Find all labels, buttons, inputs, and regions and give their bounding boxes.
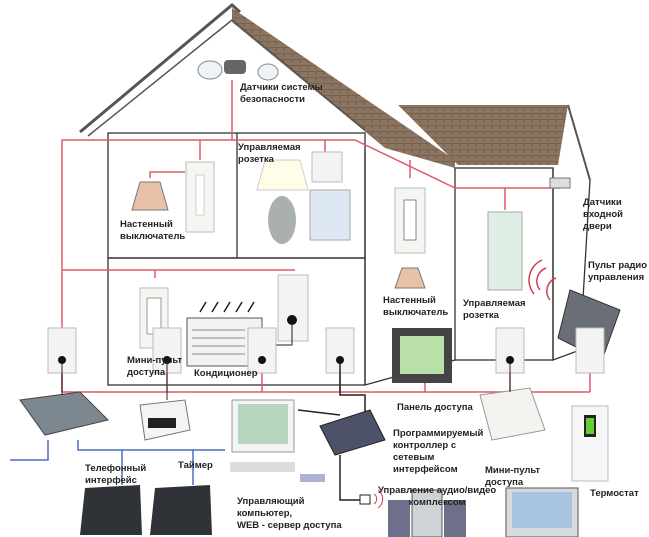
label-access-panel: Панель доступа xyxy=(397,402,473,413)
label-phone-interface: Телефонный интерфейс xyxy=(85,463,147,486)
phone-interface-icon xyxy=(19,364,109,436)
label-computer: Управляющий компьютер, WEB - сервер дост… xyxy=(237,496,342,531)
controlled-outlet-icon xyxy=(309,151,351,241)
label-mini-remote: Мини-пульт доступа xyxy=(127,355,183,378)
controller-icon xyxy=(297,364,386,505)
label-wall-switch: Настенный выключатель xyxy=(120,219,186,242)
telephone-line xyxy=(10,440,225,485)
table-lamp-icon xyxy=(256,159,309,244)
label-radio-remote: Пульт радио управления xyxy=(588,260,648,283)
outlets-row xyxy=(47,327,605,374)
radio-signal-icon xyxy=(373,489,384,509)
outlet-icon xyxy=(262,274,309,346)
access-panel-icon xyxy=(392,328,452,383)
label-controller: Программируемый контроллер с сетевым инт… xyxy=(393,428,484,475)
controlled-outlet-icon xyxy=(487,211,523,291)
thermostat-icon xyxy=(571,405,609,482)
label-timer: Таймер xyxy=(178,460,213,471)
computer-icon xyxy=(230,399,325,482)
label-thermostat: Термостат xyxy=(590,488,639,499)
wall-switch-icon xyxy=(394,187,426,254)
telephone-icon xyxy=(80,485,212,535)
tv-icon xyxy=(505,487,579,537)
label-air-conditioner: Кондиционер xyxy=(194,368,258,379)
label-mini-remote: Мини-пульт доступа xyxy=(485,465,541,488)
ceiling-lamp-icon xyxy=(131,181,169,211)
label-av-control: Управление аудио/видео комплексом xyxy=(378,485,497,508)
radio-signal-icon xyxy=(528,259,557,301)
timer-icon xyxy=(139,364,191,441)
label-controlled-outlet: Управляемая розетка xyxy=(463,298,526,321)
door-sensor-icon xyxy=(549,177,571,189)
label-security-sensors: Датчики системы безопасности xyxy=(240,82,323,105)
roof xyxy=(79,3,591,181)
security-sensor-icon xyxy=(197,60,279,81)
wall-switch-icon xyxy=(185,161,215,233)
label-wall-switch: Настенный выключатель xyxy=(383,295,449,318)
mini-remote-icon xyxy=(479,364,546,441)
label-door-sensors: Датчики входной двери xyxy=(583,197,623,232)
stereo-icon xyxy=(388,489,466,537)
ceiling-lamp-icon xyxy=(394,267,426,289)
label-controlled-outlet: Управляемая розетка xyxy=(238,142,301,165)
